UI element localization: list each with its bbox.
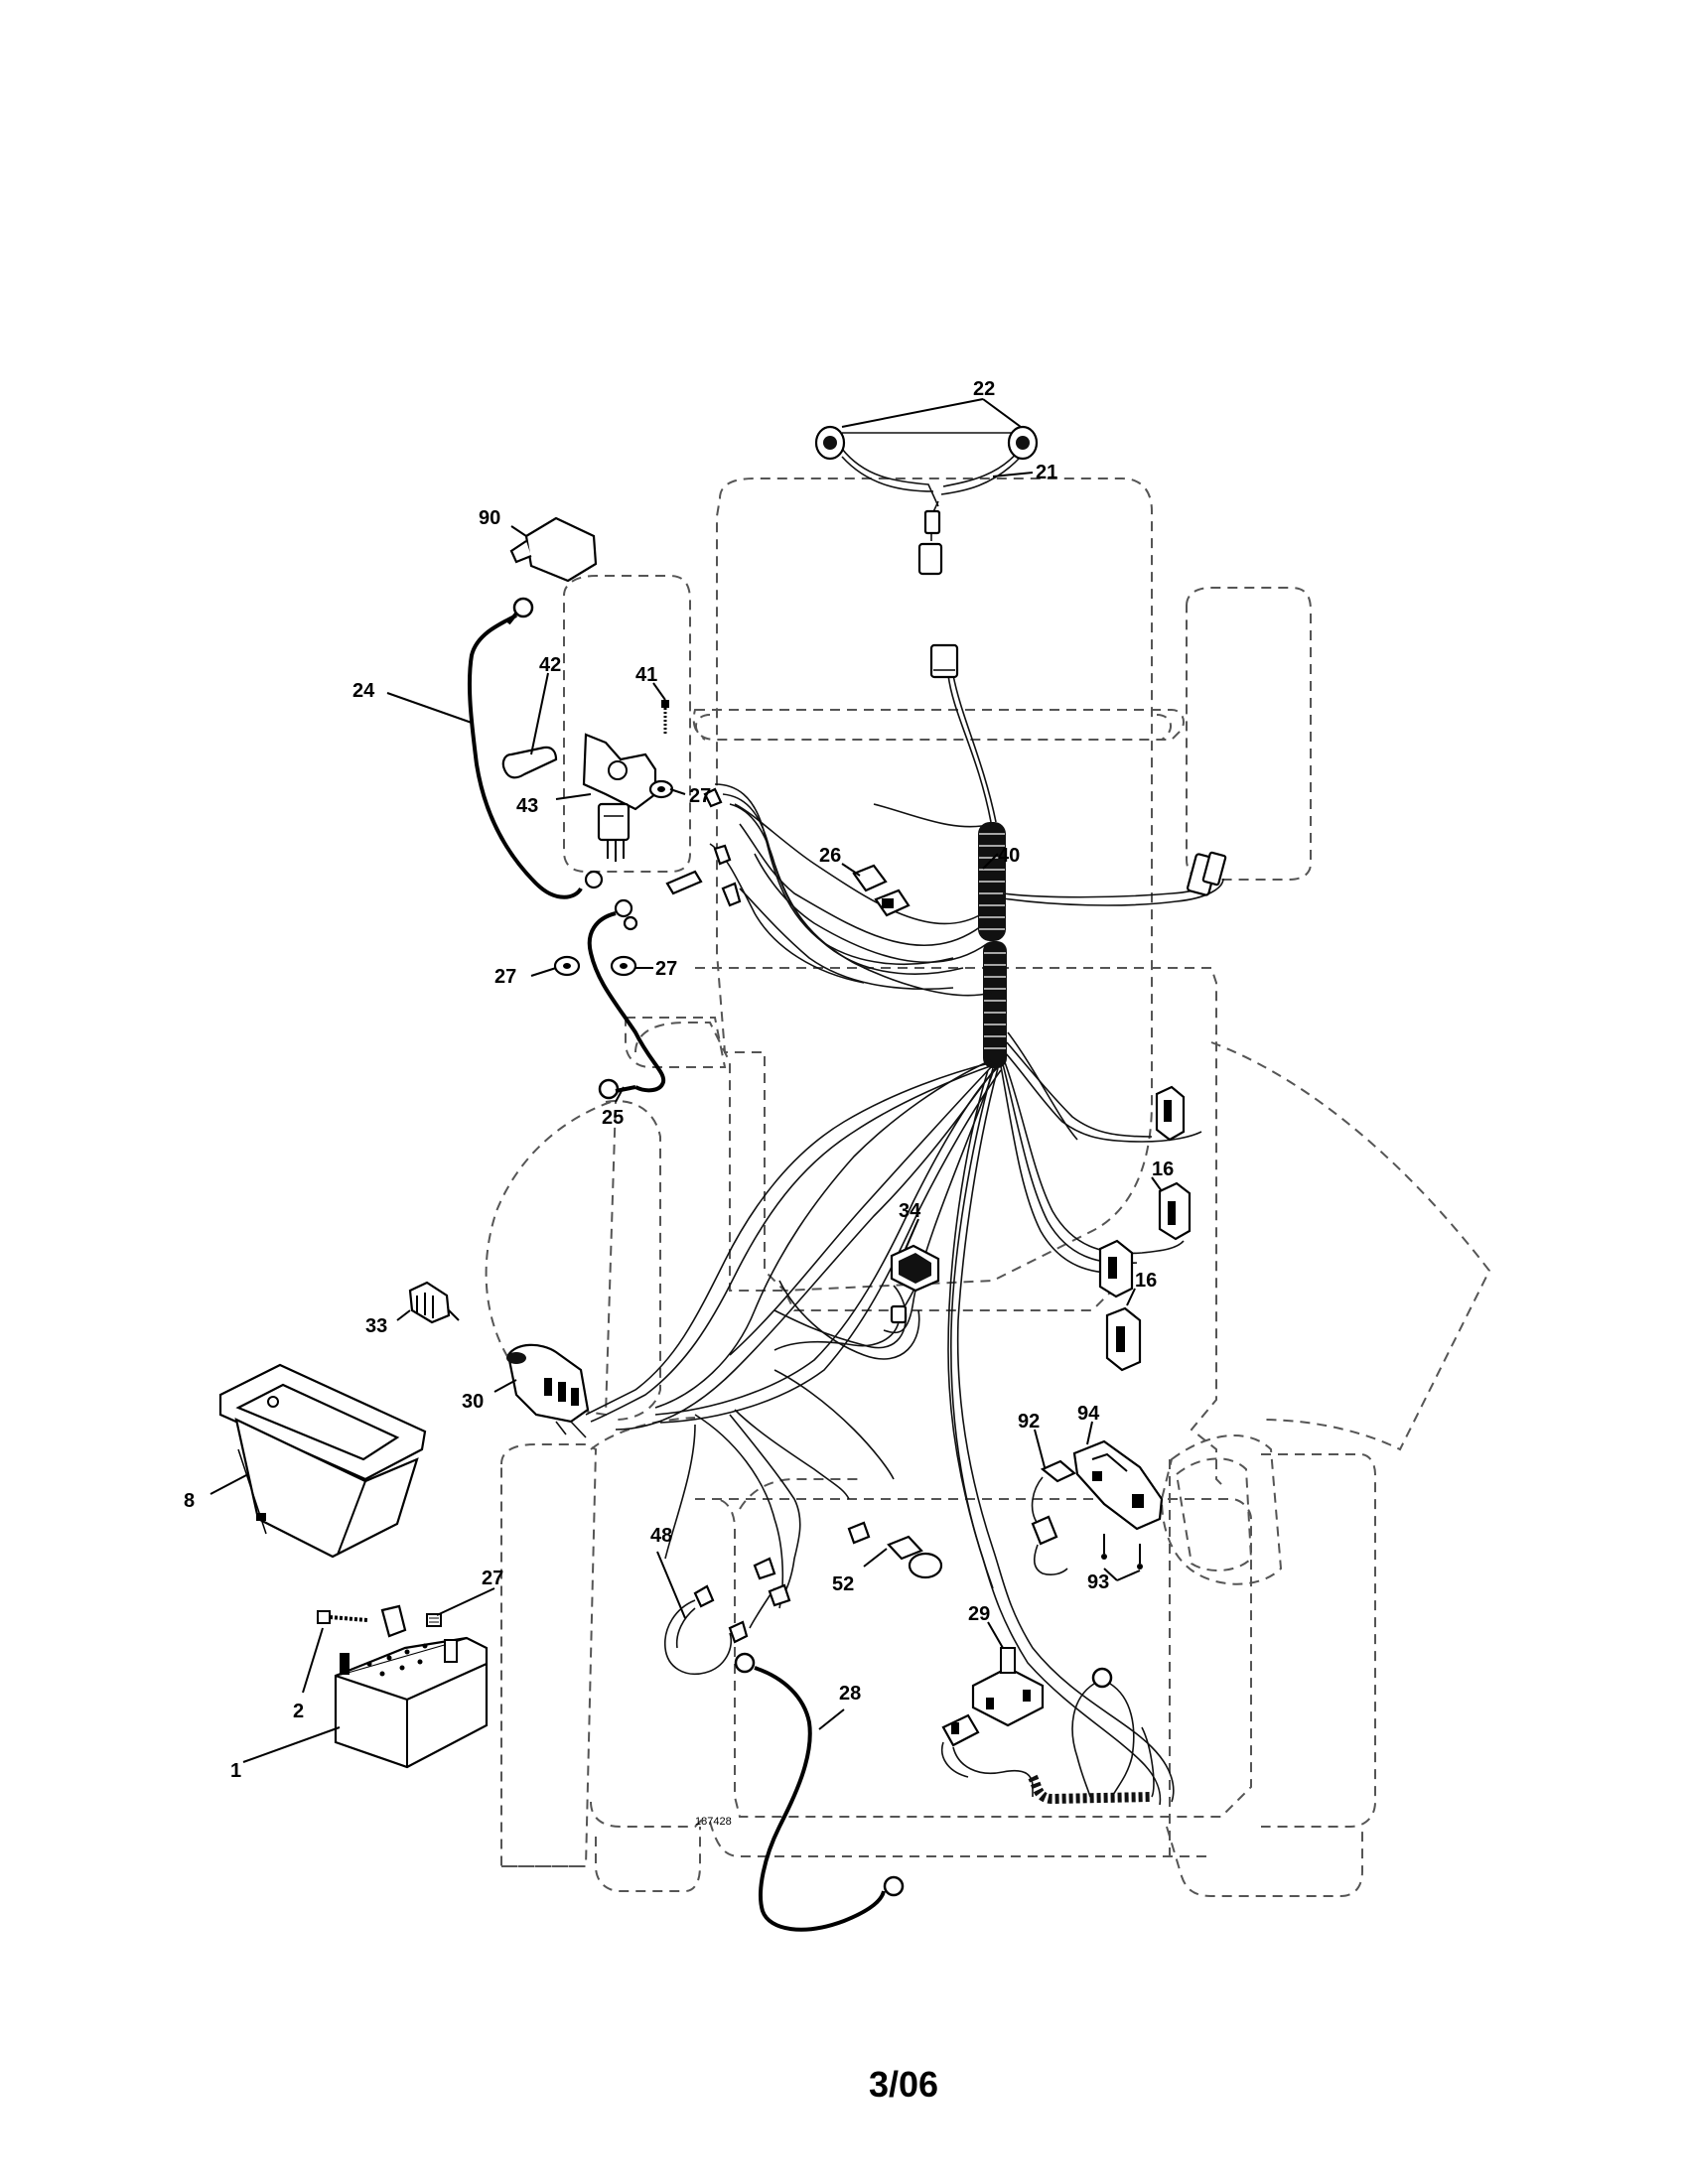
callout-27d: 27 [482, 1568, 503, 1589]
callout-28: 28 [839, 1683, 861, 1705]
battery-bolt-2 [317, 1604, 407, 1638]
callout-24: 24 [352, 680, 375, 702]
harness-top-plug [929, 643, 959, 679]
seat-switch-coil [1028, 1774, 1153, 1805]
cable-28 [734, 1652, 905, 1932]
seat-switch-29 [941, 1647, 1155, 1805]
main-wiring-harness [585, 643, 1227, 1806]
interlock-switch-lower [1098, 1239, 1134, 1298]
battery-nut-27 [426, 1613, 442, 1627]
callout-1: 1 [230, 1760, 241, 1782]
cable-24-eyelet [506, 597, 534, 625]
bulb-52 [847, 1521, 943, 1579]
interlock-switch-lower-b [1105, 1306, 1142, 1372]
callout-90: 90 [479, 507, 500, 529]
cable-25 [587, 911, 666, 1093]
callout-93: 93 [1087, 1571, 1109, 1593]
module-94 [1072, 1439, 1164, 1531]
interlock-switch-upper [1155, 1085, 1186, 1142]
ground-eyelet [1071, 1667, 1135, 1798]
nut-lower-left [553, 955, 581, 977]
light-48 [664, 1557, 791, 1675]
callout-labels: 22 21 90 24 42 41 43 27 27 27 25 26 40 1… [184, 378, 1174, 1782]
callout-26: 26 [819, 845, 841, 867]
interlock-switch-upper-b [1158, 1181, 1192, 1241]
callout-42: 42 [539, 654, 561, 676]
callout-43: 43 [516, 795, 538, 817]
callout-52: 52 [832, 1573, 854, 1595]
callout-25: 25 [602, 1107, 624, 1129]
battery-1 [334, 1636, 489, 1769]
callout-34: 34 [899, 1200, 921, 1222]
drawing-number: 187428 [695, 1816, 732, 1828]
solenoid-area [501, 700, 742, 977]
battery-cables [467, 597, 666, 1100]
callout-21: 21 [1036, 462, 1057, 483]
leader-lines [210, 398, 1163, 1763]
callout-41: 41 [635, 664, 657, 686]
cap-90 [509, 516, 598, 583]
callout-2: 2 [293, 1701, 304, 1722]
callout-30: 30 [462, 1391, 484, 1413]
headlight-plug [917, 542, 943, 576]
callout-16a: 16 [1152, 1159, 1174, 1180]
headlight-assembly [814, 425, 1039, 576]
cable-24 [467, 614, 583, 899]
callout-92: 92 [1018, 1411, 1040, 1433]
callout-27b: 27 [494, 966, 516, 988]
battery-box-8 [218, 1363, 427, 1559]
nut-lower-right [610, 955, 637, 977]
callout-94: 94 [1077, 1403, 1100, 1425]
relay-26 [852, 864, 911, 917]
harness-sheath [978, 822, 1007, 1068]
ignition-switch-30 [506, 1343, 590, 1438]
harness-wires [585, 674, 1224, 1806]
headlight-left [814, 425, 846, 461]
headlight-right [1007, 425, 1039, 461]
screws-93 [1101, 1534, 1143, 1570]
callout-48: 48 [650, 1525, 672, 1547]
callout-40: 40 [998, 845, 1020, 867]
clip-33 [408, 1281, 460, 1324]
headlight-connector [923, 509, 941, 535]
bolt-41 [661, 700, 669, 735]
nut-upper [648, 779, 674, 799]
page-number: 3/06 [869, 2064, 938, 2105]
callout-22: 22 [973, 378, 995, 400]
callout-8: 8 [184, 1490, 195, 1512]
cable-25-eyelet [598, 1078, 636, 1100]
callout-33: 33 [365, 1315, 387, 1337]
switch-34 [773, 1244, 940, 1351]
callout-27c: 27 [655, 958, 677, 980]
callout-27a: 27 [689, 785, 711, 807]
callout-29: 29 [968, 1603, 990, 1625]
connector-92 [1031, 1459, 1077, 1575]
callout-16b: 16 [1135, 1270, 1157, 1292]
terminal-cover-42 [501, 746, 558, 779]
